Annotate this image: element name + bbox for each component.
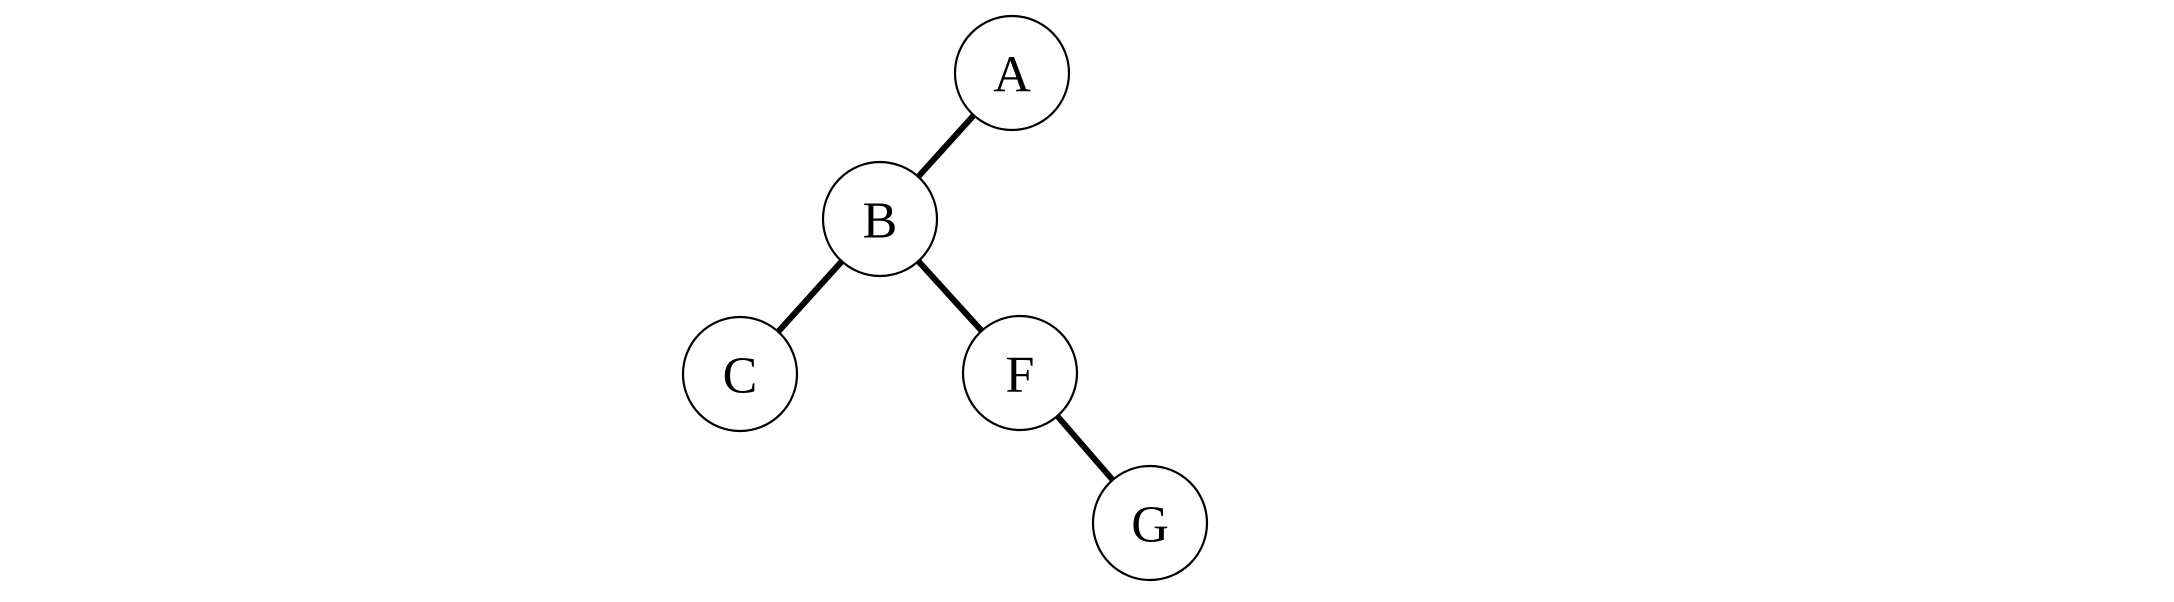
node-label-c: C — [723, 348, 758, 405]
node-circle-c[interactable] — [681, 315, 799, 433]
node-label-g: G — [1131, 497, 1169, 554]
graph-edge-f-g — [1054, 413, 1116, 483]
graph-edge-a-b — [915, 112, 977, 180]
node-label-b: B — [863, 193, 898, 250]
node-label-f: F — [1006, 347, 1035, 404]
graph-node-c[interactable]: C — [681, 315, 799, 433]
graph-edge-b-f — [915, 258, 985, 334]
graph-node-f[interactable]: F — [961, 314, 1079, 432]
node-circle-b[interactable] — [821, 160, 939, 278]
graph-node-a[interactable]: A — [953, 14, 1071, 132]
graph-node-b[interactable]: B — [821, 160, 939, 278]
node-circle-g[interactable] — [1091, 464, 1209, 582]
node-circle-a[interactable] — [953, 14, 1071, 132]
node-circle-f[interactable] — [961, 314, 1079, 432]
node-label-a: A — [993, 47, 1031, 104]
graph-node-g[interactable]: G — [1091, 464, 1209, 582]
node-layer: A B C F G — [681, 14, 1209, 582]
graph-edge-b-c — [775, 258, 845, 335]
edge-layer — [775, 112, 1116, 483]
